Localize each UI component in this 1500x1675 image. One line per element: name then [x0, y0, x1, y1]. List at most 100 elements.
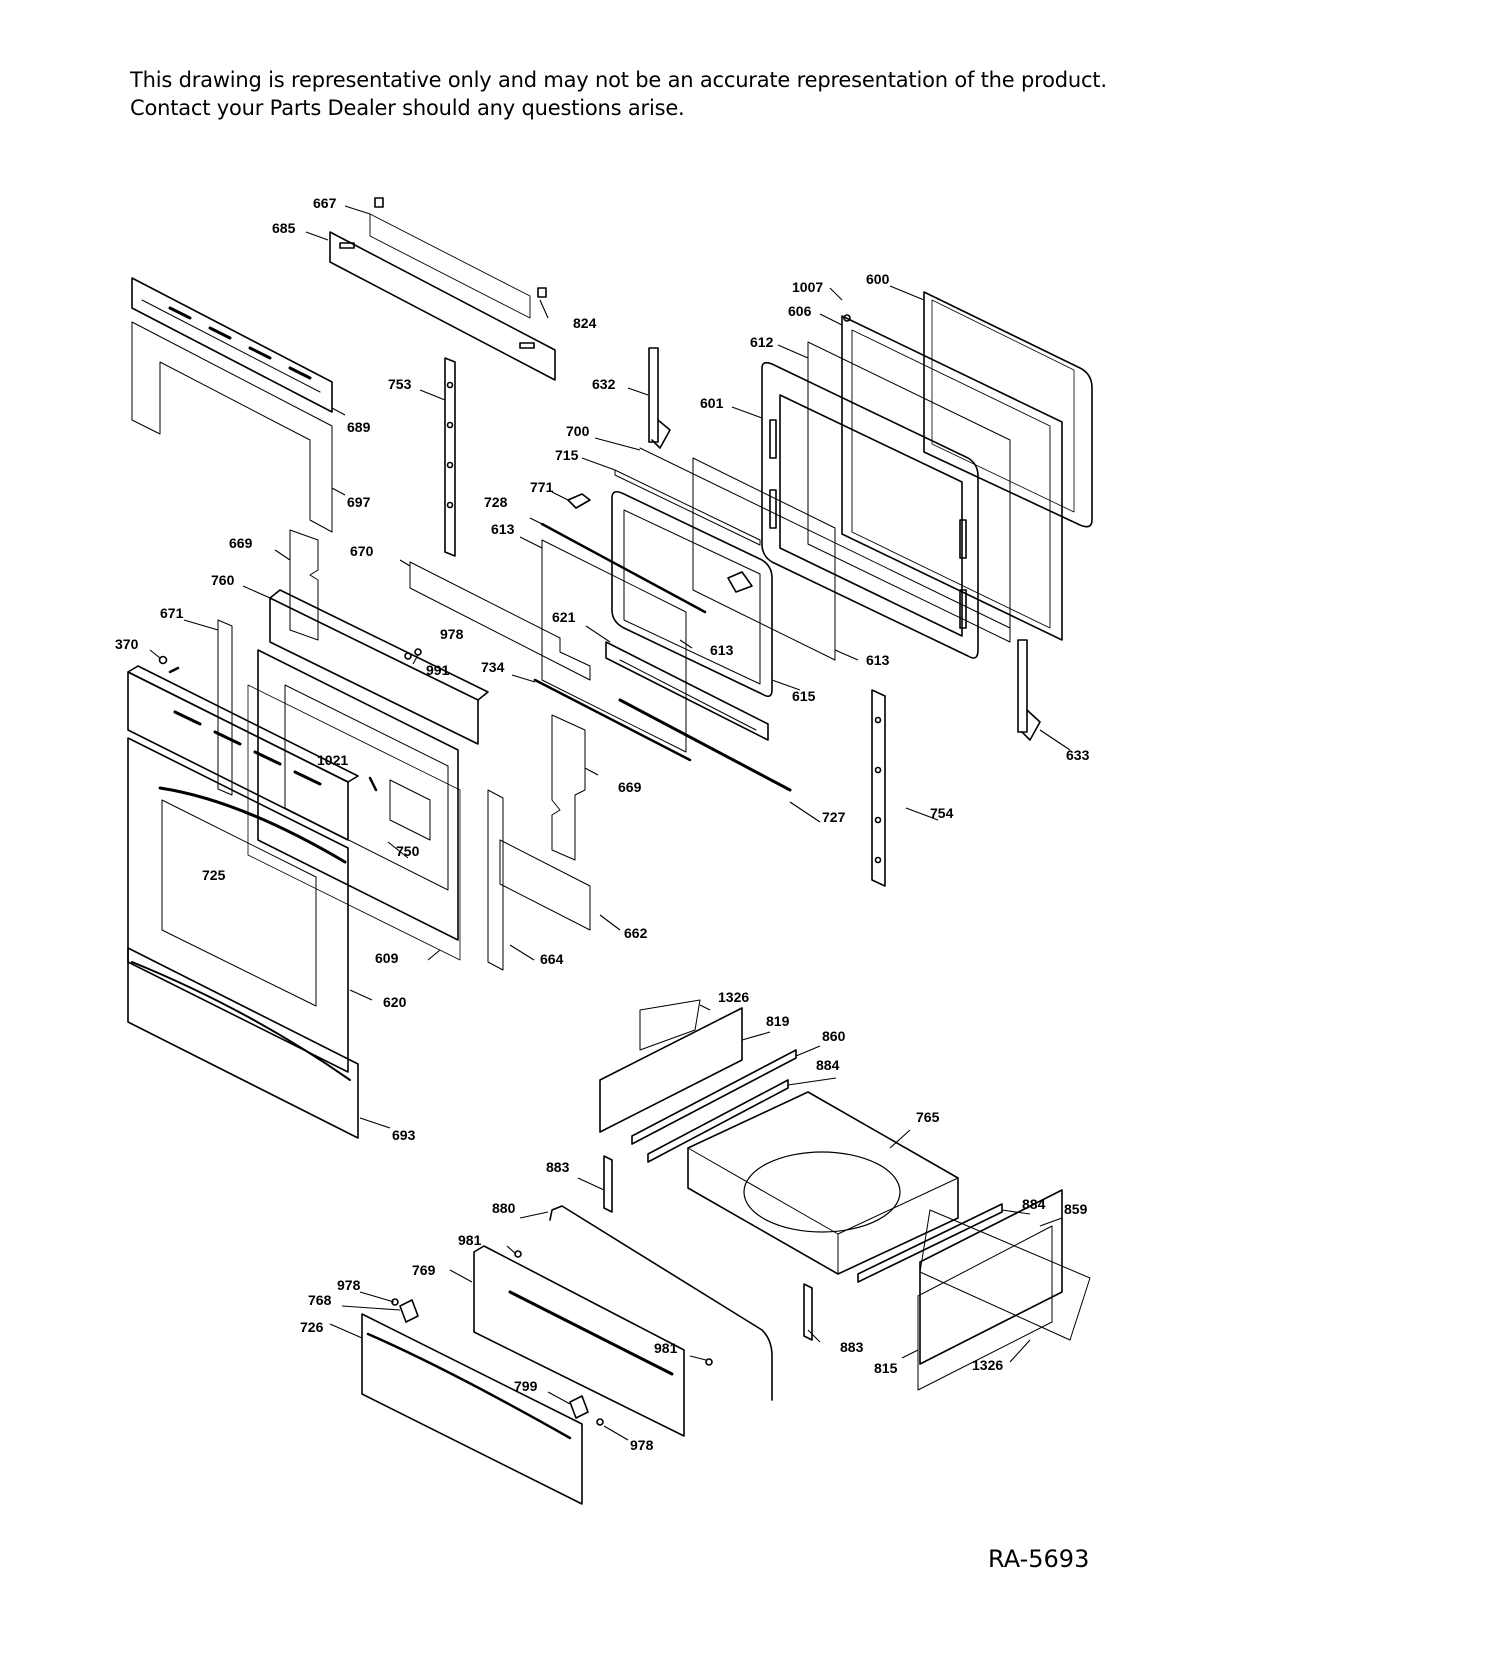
callout-633: 633	[1066, 747, 1090, 763]
part-715-strip	[614, 469, 761, 546]
part-978-fastener	[404, 652, 412, 660]
part-689-vent-bracket	[131, 277, 333, 413]
part-609-gasket	[247, 684, 461, 961]
part-978-screw	[391, 1298, 399, 1306]
callout-664: 664	[540, 951, 564, 967]
callout-884-b: 884	[1022, 1196, 1046, 1212]
callout-606: 606	[788, 303, 812, 319]
part-693-drawer-front-trim	[127, 947, 359, 1139]
callout-1326-b: 1326	[972, 1357, 1003, 1373]
callout-620: 620	[383, 994, 407, 1010]
callout-768: 768	[308, 1292, 332, 1308]
callout-799: 799	[514, 1378, 538, 1394]
callout-819: 819	[766, 1013, 790, 1029]
callout-613-b: 613	[710, 642, 734, 658]
callout-978-c: 978	[630, 1437, 654, 1453]
disclaimer-line-1: This drawing is representative only and …	[130, 68, 1107, 92]
callout-750: 750	[396, 843, 420, 859]
callout-1326-a: 1326	[718, 989, 749, 1005]
part-750-inner-panel	[257, 649, 459, 941]
part-667-clip	[369, 197, 547, 319]
callout-671: 671	[160, 605, 184, 621]
part-725-control-panel	[127, 665, 359, 841]
callout-769: 769	[412, 1262, 436, 1278]
part-1326-cover	[639, 999, 1091, 1341]
part-620-door	[127, 737, 349, 1073]
part-601-inner-door	[761, 361, 979, 659]
part-633-hinge	[1017, 639, 1041, 741]
callout-685: 685	[272, 220, 296, 236]
callout-859: 859	[1064, 1201, 1088, 1217]
disclaimer-line-2: Contact your Parts Dealer should any que…	[130, 96, 685, 120]
part-799-bracket	[569, 1395, 589, 1419]
part-1021-screw	[368, 776, 378, 792]
callout-1021: 1021	[317, 752, 348, 768]
callout-725: 725	[202, 867, 226, 883]
callout-669-b: 669	[618, 779, 642, 795]
callout-662: 662	[624, 925, 648, 941]
callout-824: 824	[573, 315, 597, 331]
callout-726: 726	[300, 1319, 324, 1335]
part-669-insulation	[289, 529, 586, 861]
callout-981-a: 981	[458, 1232, 482, 1248]
callout-884-a: 884	[816, 1057, 840, 1073]
part-612-glass-pane	[807, 341, 1011, 643]
part-815-side-panel	[917, 1225, 1053, 1391]
callout-753: 753	[388, 376, 412, 392]
callout-991: 991	[426, 662, 450, 678]
callout-727: 727	[822, 809, 846, 825]
callout-715: 715	[555, 447, 579, 463]
callout-612: 612	[750, 334, 774, 350]
callout-883-a: 883	[546, 1159, 570, 1175]
callout-632: 632	[592, 376, 616, 392]
part-754-rail	[871, 689, 886, 887]
callout-370: 370	[115, 636, 139, 652]
part-615-window-frame	[611, 490, 773, 698]
callout-978-b: 978	[337, 1277, 361, 1293]
reference-code: RA-5693	[988, 1545, 1090, 1573]
part-859-side-panel	[919, 1189, 1063, 1365]
part-753-rail	[444, 357, 456, 557]
callout-981-b: 981	[654, 1340, 678, 1356]
callout-689: 689	[347, 419, 371, 435]
callout-771: 771	[530, 479, 554, 495]
part-981-screw	[514, 1250, 522, 1258]
callout-labels: 667 685 824 689 697 753 632 1007 600 606…	[115, 195, 1090, 1453]
part-685-trim-strip	[329, 231, 556, 381]
part-697-insulation-panel	[131, 321, 333, 533]
callout-600: 600	[866, 271, 890, 287]
part-700-strip	[639, 447, 1011, 629]
part-734-rod	[533, 678, 692, 762]
part-765-drawer-body	[687, 1091, 959, 1275]
part-613-glass-panes	[541, 457, 836, 753]
callout-754: 754	[930, 805, 954, 821]
part-606-door-frame	[841, 314, 1063, 641]
callout-883-b: 883	[840, 1339, 864, 1355]
callout-601: 601	[700, 395, 724, 411]
part-769-drawer-inner-panel	[473, 1245, 685, 1437]
callout-609: 609	[375, 950, 399, 966]
part-760-top-plate	[269, 589, 489, 745]
callout-613-c: 613	[866, 652, 890, 668]
callout-613-a: 613	[491, 521, 515, 537]
part-670-strip	[409, 561, 591, 681]
part-819-side-panel	[599, 1007, 743, 1133]
part-632-hinge	[648, 347, 671, 449]
callout-697: 697	[347, 494, 371, 510]
part-370-screw	[158, 655, 168, 665]
callout-978-a: 978	[440, 626, 464, 642]
disclaimer-text: This drawing is representative only and …	[130, 66, 1107, 122]
callout-615: 615	[792, 688, 816, 704]
callout-880: 880	[492, 1200, 516, 1216]
part-727-rod	[618, 698, 792, 792]
callout-670: 670	[350, 543, 374, 559]
part-771-bracket	[567, 493, 591, 509]
callout-667: 667	[313, 195, 337, 211]
part-621-lower-trim	[605, 641, 769, 741]
callout-860: 860	[822, 1028, 846, 1044]
part-884-slide	[647, 1079, 1003, 1283]
callout-815: 815	[874, 1360, 898, 1376]
part-664-strip	[487, 789, 504, 971]
callout-700: 700	[566, 423, 590, 439]
callout-693: 693	[392, 1127, 416, 1143]
